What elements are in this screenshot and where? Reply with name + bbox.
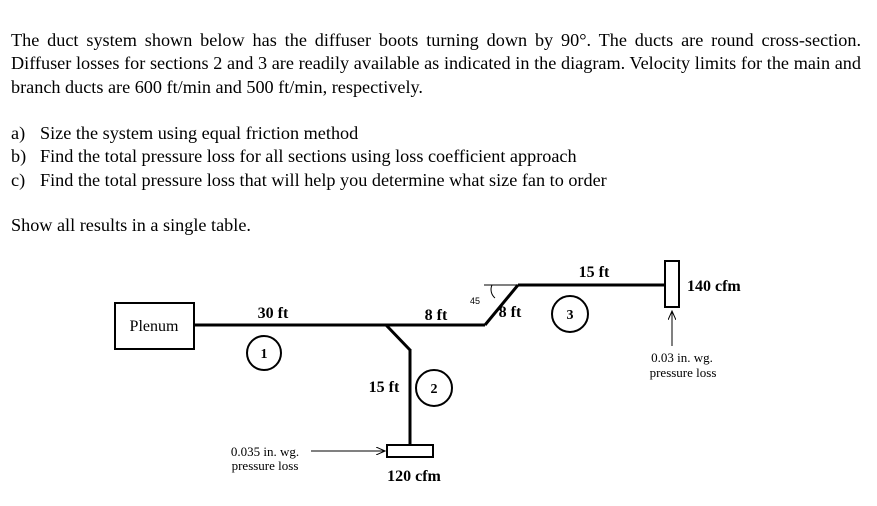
problem-statement: The duct system shown below has the diff… [11,29,861,99]
outlet3-flow-label: 140 cfm [687,278,741,295]
task-c: c) Find the total pressure loss that will… [11,169,607,192]
branch2-elbow-line [384,323,412,352]
task-text: Find the total pressure loss for all sec… [40,146,577,167]
task-marker: b) [11,146,27,167]
plenum-label: Plenum [130,318,179,335]
angled-duct-line [483,284,520,326]
outlet2-flow-label: 120 cfm [387,468,441,485]
task-b: b) Find the total pressure loss for all s… [11,145,607,168]
outlet3-loss-line2: pressure loss [650,365,717,380]
outlet2-diffuser [386,444,434,458]
section3-length-label: 15 ft [579,264,610,281]
angle-label: 45 [470,296,480,306]
section1-number: 1 [261,347,268,362]
task-marker: a) [11,123,26,143]
task-text: Size the system using equal friction met… [40,123,359,143]
section1-length-label: 30 ft [258,305,289,322]
section3-marker [551,295,589,333]
closing-instruction: Show all results in a single table. [11,215,251,235]
task-list: a) Size the system using equal friction m… [11,122,607,192]
outlet3-loss-line1: 0.03 in. wg. [651,350,713,365]
section3-number: 3 [567,308,574,323]
branch2-length-label: 15 ft [369,379,400,396]
task-a: a) Size the system using equal friction m… [11,122,607,145]
outlet2-loss-line1: 0.035 in. wg. [231,444,299,459]
section1-marker [246,335,282,371]
section2-number: 2 [431,382,438,397]
angle-arc [490,284,496,299]
main-segment-length-label: 8 ft [425,307,448,324]
outlet2-loss-line2: pressure loss [232,458,299,473]
outlet3-diffuser [664,260,680,308]
section2-marker [415,369,453,407]
task-text: Find the total pressure loss that will h… [40,169,607,190]
task-marker: c) [11,169,26,190]
angled-segment-length-label: 8 ft [499,304,522,321]
problem-intro: The duct system shown below has the diff… [11,30,861,97]
